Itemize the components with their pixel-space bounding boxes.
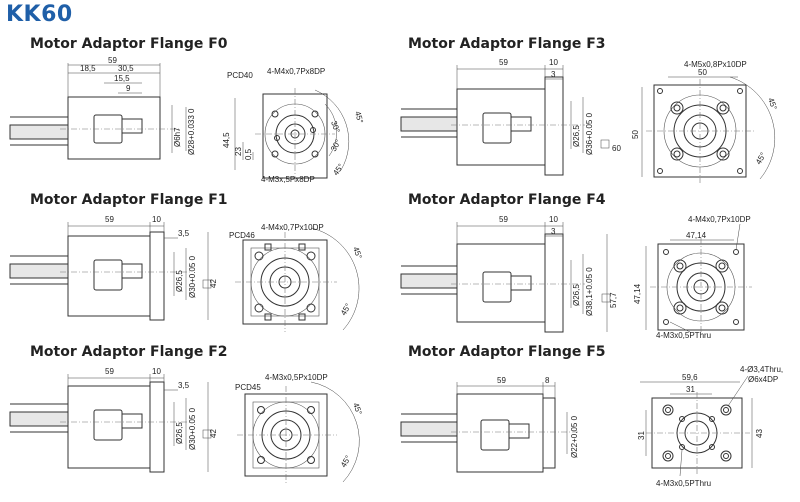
f3-dim-50h: 50: [698, 68, 707, 77]
f3-angle-45a: 45°: [766, 97, 779, 111]
f1-phi26-5: Ø26,5: [175, 270, 184, 292]
f2-dim-59: 59: [105, 367, 114, 376]
f0-angle-30a: 30°: [329, 120, 342, 134]
f4-dim-3: 3: [551, 227, 556, 236]
f0-dim-44-5: 44,5: [222, 132, 231, 148]
panel-title-f2: Motor Adaptor Flange F2: [30, 344, 228, 360]
f5-dim-31v: 31: [637, 431, 646, 440]
f1-phi30: Ø30+0.05 0: [188, 255, 197, 298]
f4-dim-47h: 47,14: [686, 231, 707, 240]
f4-holes-bottom: 4-M3x0,5PThru: [656, 331, 711, 340]
f0-holes-bottom: 4-M3x,5Px8DP: [261, 175, 315, 184]
f0-dim-9: 9: [126, 84, 131, 93]
f3-sq60: 60: [612, 144, 621, 153]
f2-side-view: 59 10 3,5 Ø26,5 Ø30+0.05 0 42: [9, 367, 218, 473]
f1-dim-3-5: 3,5: [178, 229, 190, 238]
f4-holes-top: 4-M4x0,7Px10DP: [688, 215, 751, 224]
f2-phi26-5: Ø26,5: [175, 422, 184, 444]
f2-pcd: PCD45: [235, 383, 261, 392]
f5-holes-top-2: Ø6x4DP: [748, 375, 778, 384]
f3-phi36: Ø36+0.05 0: [585, 112, 594, 155]
f5-holes-bottom: 4-M3x0,5PThru: [656, 479, 711, 488]
panel-title-f1: Motor Adaptor Flange F1: [30, 192, 228, 208]
f0-dim-15-5: 15,5: [114, 74, 130, 83]
f4-phi26-5: Ø26,5: [572, 284, 581, 306]
f3-dim-59: 59: [499, 58, 508, 67]
f2-phi30: Ø30+0.05 0: [188, 407, 197, 450]
f1-front-view: PCD46 4-M4x0,7Px10DP 45° 45°: [229, 223, 364, 332]
panel-title-f4: Motor Adaptor Flange F4: [408, 192, 606, 208]
f5-dim-59: 59: [497, 376, 506, 385]
f4-dim-59: 59: [499, 215, 508, 224]
panel-title-f3: Motor Adaptor Flange F3: [408, 36, 606, 52]
f4-side-view: 59 10 3 Ø26,5 Ø38,1+0.05 0 57,7: [400, 215, 618, 333]
f1-pcd: PCD46: [229, 231, 255, 240]
f0-phi28: Ø28+0.033 0: [187, 108, 196, 155]
f3-angle-45b: 45°: [754, 151, 768, 166]
f1-dim-10: 10: [152, 215, 161, 224]
f4-dim-10: 10: [549, 215, 558, 224]
f3-side-view: 59 10 3 Ø26,5 Ø36+0.05 0 60: [400, 58, 621, 176]
f0-dim-59: 59: [108, 56, 117, 65]
f4-sq57: 57,7: [609, 292, 618, 308]
f5-phi22: Ø22+0.05 0: [570, 415, 579, 458]
f0-angle-30b: 30°: [329, 138, 343, 153]
f0-phi6: Ø6h7: [173, 127, 182, 147]
page-title: KK60: [6, 2, 73, 27]
f4-dim-47v: 47,14: [633, 283, 642, 304]
f2-angle-45a: 45°: [351, 402, 364, 416]
f1-angle-45a: 45°: [351, 246, 364, 260]
f5-dim-59-6: 59,6: [682, 373, 698, 382]
f3-dim-10: 10: [549, 58, 558, 67]
f2-dim-3-5: 3,5: [178, 381, 190, 390]
f3-phi26-5: Ø26,5: [572, 125, 581, 147]
f5-dim-43: 43: [755, 429, 764, 438]
f4-front-view: 47,14 47,14 4-M4x0,7Px10DP 4-M3x0,5PThru: [633, 215, 752, 340]
f5-side-view: 59 8 Ø22+0.05 0: [400, 376, 580, 473]
f0-angle-45b: 45°: [331, 162, 345, 177]
f2-dim-10: 10: [152, 367, 161, 376]
f1-dim-59: 59: [105, 215, 114, 224]
f1-holes: 4-M4x0,7Px10DP: [261, 223, 324, 232]
f0-dim-30-5: 30,5: [118, 64, 134, 73]
f3-dim-3: 3: [551, 70, 556, 79]
f1-angle-45b: 45°: [339, 302, 353, 317]
f0-dim-18-5: 18,5: [80, 64, 96, 73]
f2-angle-45b: 45°: [339, 454, 353, 469]
f0-dim-0-5: 0,5: [244, 148, 253, 160]
f1-sq42: 42: [209, 279, 218, 288]
f0-dim-23: 23: [234, 147, 243, 156]
f3-front-view: 50 50 4-M5x0,8Px10DP 45° 45°: [631, 60, 779, 183]
panel-title-f5: Motor Adaptor Flange F5: [408, 344, 606, 360]
f5-dim-31h: 31: [686, 385, 695, 394]
f2-holes: 4-M3x0,5Px10DP: [265, 373, 328, 382]
f0-angle-45a: 45°: [353, 110, 365, 124]
f0-pcd: PCD40: [227, 71, 253, 80]
f0-front-view: 44,5 23 0,5 PCD40 4-M4x0,7Px8DP 4-M3x,5P…: [222, 67, 365, 184]
f5-dim-8: 8: [545, 376, 550, 385]
f2-front-view: PCD45 4-M3x0,5Px10DP 45° 45°: [235, 373, 364, 484]
f5-front-view: 59,6 31 31 43 4-Ø3,4Thru, Ø6x4DP 4-M3x0,…: [637, 365, 783, 488]
f0-holes-top: 4-M4x0,7Px8DP: [267, 67, 325, 76]
panel-title-f0: Motor Adaptor Flange F0: [30, 36, 228, 52]
f4-phi38: Ø38,1+0.05 0: [585, 267, 594, 316]
f5-holes-top-1: 4-Ø3,4Thru,: [740, 365, 783, 374]
f3-dim-50v: 50: [631, 130, 640, 139]
f2-sq42: 42: [209, 429, 218, 438]
f3-holes: 4-M5x0,8Px10DP: [684, 60, 747, 69]
f1-side-view: 59 10 3,5 Ø26,5 Ø30+0.05 0 42: [9, 215, 218, 321]
f0-side-view: 59 18,5 30,5 15,5 9 Ø6h7 Ø28+0.033 0: [9, 56, 196, 160]
